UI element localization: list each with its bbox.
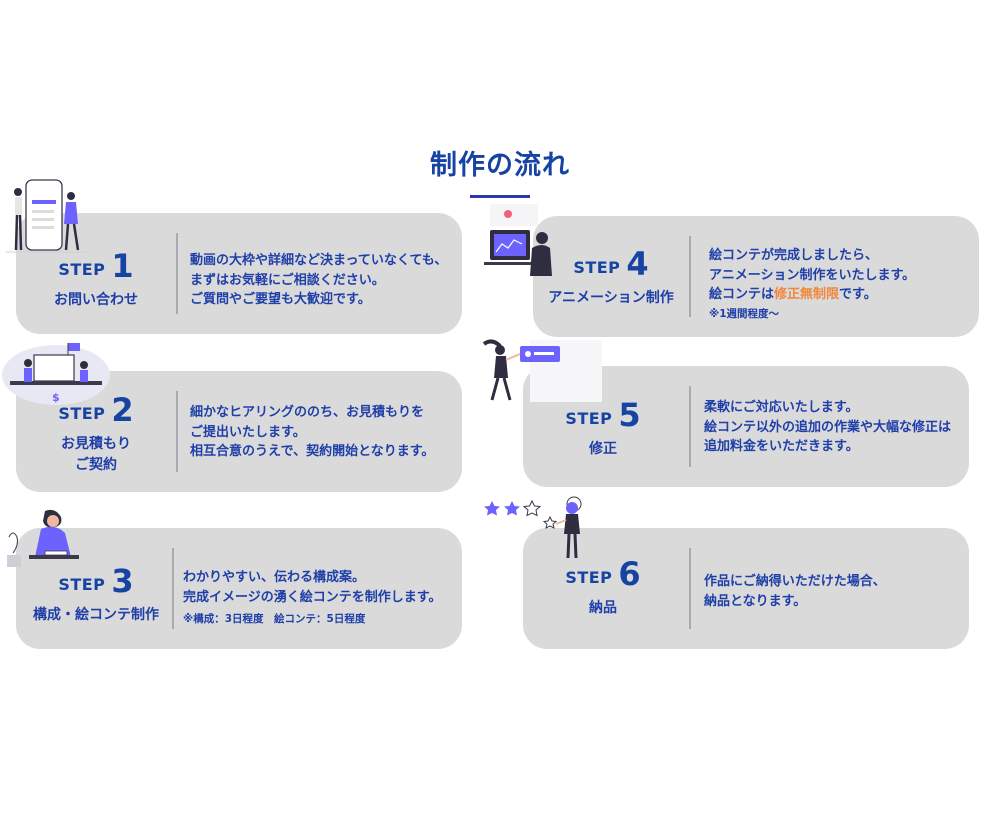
step-description: 柔軟にご対応いたします。 絵コンテ以外の追加の作業や大幅な修正は 追加料金をいた… bbox=[704, 400, 952, 454]
card-divider bbox=[689, 236, 691, 317]
step-description: 細かなヒアリングののち、お見積もりを ご提出いたします。 相互合意のうえで、契約… bbox=[190, 405, 435, 459]
page-title: 制作の流れ bbox=[430, 150, 570, 181]
step-word: STEP bbox=[58, 404, 106, 424]
step-card-4: STEP 4 アニメーション制作 絵コンテが完成しましたら、 アニメーション制作… bbox=[533, 216, 979, 337]
phone-people-icon bbox=[6, 179, 86, 253]
step-description: 絵コンテが完成しましたら、 アニメーション制作をいたします。 絵コンテは修正無制… bbox=[709, 246, 915, 322]
step-number: 3 bbox=[111, 562, 134, 601]
step-description: わかりやすい、伝わる構成案。 完成イメージの湧く絵コンテを制作します。 ※構成：… bbox=[183, 568, 441, 628]
step-note: ※構成：3日程度 絵コンテ：5日程度 bbox=[183, 613, 366, 625]
step-name: 納品 bbox=[589, 600, 617, 617]
step-number: 4 bbox=[626, 245, 649, 284]
step-label: STEP 2 bbox=[58, 394, 133, 426]
step-note: ※1週間程度〜 bbox=[709, 307, 780, 320]
step-name: お見積もり ご契約 bbox=[61, 436, 131, 473]
step-name: 構成・絵コンテ制作 bbox=[33, 607, 159, 624]
presenting-woman-icon bbox=[482, 339, 602, 402]
step-word: STEP bbox=[565, 409, 613, 429]
step-card-6: STEP 6 納品 作品にご納得いただけた場合、 納品となります。 bbox=[523, 528, 969, 649]
step-label: STEP 6 bbox=[565, 558, 640, 590]
card-divider bbox=[689, 386, 691, 467]
title-underline bbox=[470, 195, 530, 198]
card-divider bbox=[176, 233, 178, 314]
step-description: 作品にご納得いただけた場合、 納品となります。 bbox=[704, 574, 886, 609]
step-card-3: STEP 3 構成・絵コンテ制作 わかりやすい、伝わる構成案。 完成イメージの湧… bbox=[16, 528, 462, 649]
card-divider bbox=[172, 548, 174, 629]
card-divider bbox=[176, 391, 178, 472]
step-number: 2 bbox=[111, 391, 134, 430]
step-number: 1 bbox=[111, 247, 134, 286]
step-name: お問い合わせ bbox=[54, 292, 138, 309]
step-card-1: STEP 1 お問い合わせ 動画の大枠や詳細など決まっていなくても、 まずはお気… bbox=[16, 213, 462, 334]
step-label: STEP 3 bbox=[58, 565, 133, 597]
step-label: STEP 1 bbox=[58, 250, 133, 282]
step-label: STEP 5 bbox=[565, 399, 640, 431]
rating-stars-icon bbox=[484, 496, 582, 559]
writing-person-icon bbox=[7, 509, 79, 567]
step-word: STEP bbox=[58, 260, 106, 280]
step-word: STEP bbox=[565, 568, 613, 588]
step-number: 5 bbox=[618, 396, 641, 435]
step-number: 6 bbox=[618, 555, 641, 594]
step-name: アニメーション制作 bbox=[548, 290, 674, 307]
step-description: 動画の大枠や詳細など決まっていなくても、 まずはお気軽にご相談ください。 ご質問… bbox=[190, 253, 448, 307]
card-divider bbox=[689, 548, 691, 629]
step-name: 修正 bbox=[589, 441, 617, 458]
step-label: STEP 4 bbox=[573, 248, 648, 280]
svg-text:$: $ bbox=[52, 391, 60, 404]
highlight-text: 修正無制限 bbox=[774, 287, 840, 302]
step-word: STEP bbox=[58, 575, 106, 595]
meeting-icon: $ bbox=[2, 343, 110, 405]
computer-worker-icon bbox=[484, 204, 552, 276]
step-word: STEP bbox=[573, 258, 621, 278]
